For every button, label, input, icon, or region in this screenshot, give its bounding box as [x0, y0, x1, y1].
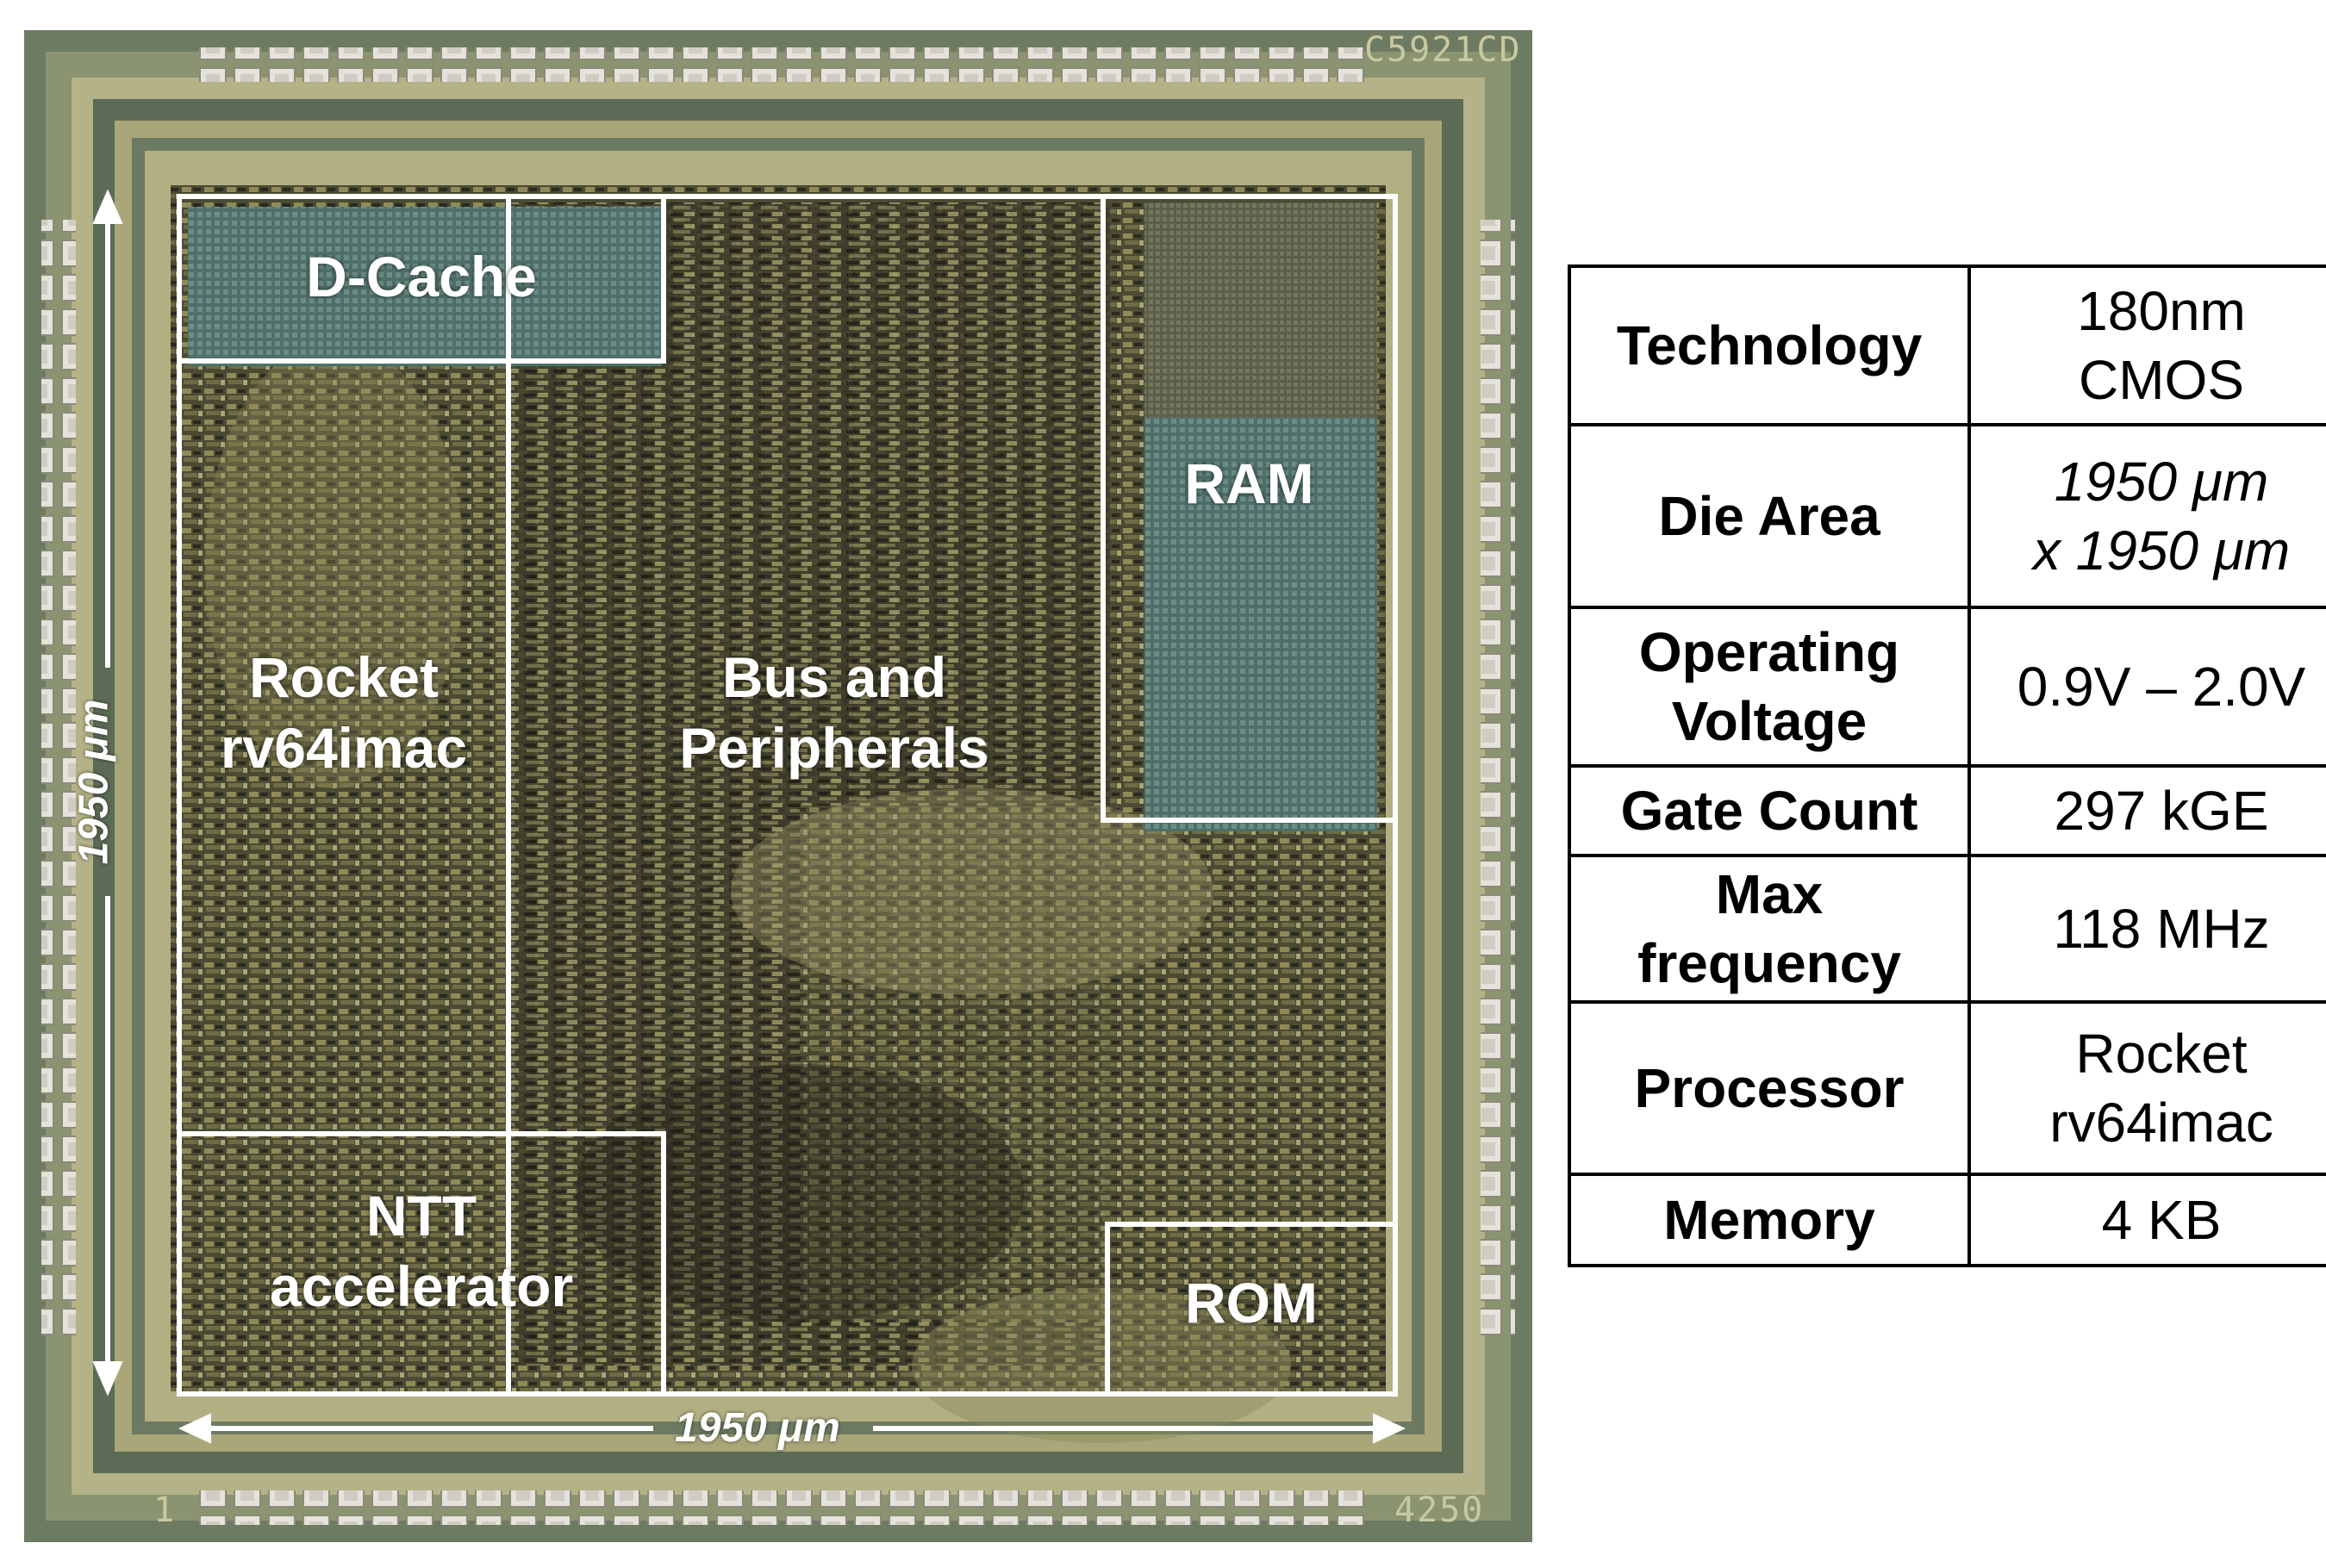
- operating-voltage-key-line2: Voltage: [1671, 690, 1868, 752]
- max-frequency-value: 118 MHz: [1967, 854, 2326, 1004]
- operating-voltage-key: Operating Voltage: [1568, 606, 1971, 768]
- operating-voltage-value: 0.9V – 2.0V: [1967, 606, 2326, 768]
- table-row-max-frequency: Max frequency 118 MHz: [1568, 854, 2326, 1004]
- max-frequency-key: Max frequency: [1568, 854, 1971, 1004]
- height-dimension-label: 1950 μm: [71, 699, 117, 865]
- technology-value-line2: CMOS: [2079, 349, 2244, 411]
- die-area-value-line1: 1950 μm: [2054, 451, 2269, 513]
- processor-value: Rocket rv64imac: [1967, 1000, 2326, 1176]
- die-area-value: 1950 μm x 1950 μm: [1967, 423, 2326, 609]
- table-row-processor: Processor Rocket rv64imac: [1568, 1000, 2326, 1176]
- table-row-operating-voltage: Operating Voltage 0.9V – 2.0V: [1568, 606, 2326, 768]
- dcache-label: D-Cache: [306, 245, 537, 308]
- rom-region: [1105, 1222, 1398, 1397]
- rocket-label: Rocket rv64imac: [177, 642, 511, 783]
- bottom-left-chip-marking: 1: [153, 1490, 177, 1530]
- bus-label-line1: Bus and: [721, 645, 947, 709]
- technology-value-line1: 180nm: [2077, 280, 2246, 342]
- ntt-accelerator-region: [177, 1131, 666, 1397]
- dimension-arrows: [92, 189, 1406, 1444]
- memory-key: Memory: [1568, 1173, 1971, 1267]
- top-chip-marking: C5921CD: [1364, 30, 1522, 70]
- ntt-accelerator-label: NTT accelerator: [177, 1180, 666, 1322]
- operating-voltage-key-line1: Operating: [1638, 621, 1900, 683]
- die-area-key: Die Area: [1568, 423, 1971, 609]
- gate-count-key: Gate Count: [1568, 764, 1971, 857]
- rom-label: ROM: [1185, 1271, 1318, 1335]
- die-area-value-line2: x 1950 μm: [2032, 520, 2291, 582]
- rocket-label-line2: rv64imac: [220, 716, 468, 780]
- technology-value: 180nm CMOS: [1967, 264, 2326, 426]
- processor-value-line1: Rocket: [2075, 1023, 2248, 1085]
- width-dimension-label: 1950 μm: [675, 1405, 840, 1451]
- bottom-right-chip-marking: 4250: [1394, 1490, 1485, 1530]
- table-row-technology: Technology 180nm CMOS: [1568, 264, 2326, 426]
- die-texture: [24, 30, 1532, 1542]
- table-row-die-area: Die Area 1950 μm x 1950 μm: [1568, 423, 2326, 609]
- table-row-gate-count: Gate Count 297 kGE: [1568, 764, 2326, 857]
- ntt-label-line2: accelerator: [269, 1254, 574, 1318]
- ram-label: RAM: [1184, 451, 1314, 515]
- spec-table: Technology 180nm CMOS Die Area 1950 μm x…: [1568, 264, 2326, 1267]
- processor-value-line2: rv64imac: [2049, 1092, 2273, 1154]
- ntt-label-line1: NTT: [365, 1184, 477, 1248]
- die-photo: C5921CD 1 4250 D-Cache Rocket rv64imac B…: [24, 30, 1532, 1542]
- technology-key: Technology: [1568, 264, 1971, 426]
- max-frequency-key-line1: Max: [1715, 863, 1824, 925]
- bus-peripherals-label: Bus and Peripherals: [619, 642, 1050, 783]
- bus-label-line2: Peripherals: [679, 716, 989, 780]
- gate-count-value: 297 kGE: [1967, 764, 2326, 857]
- table-row-memory: Memory 4 KB: [1568, 1173, 2326, 1267]
- max-frequency-key-line2: frequency: [1637, 932, 1901, 994]
- processor-key: Processor: [1568, 1000, 1971, 1176]
- rocket-label-line1: Rocket: [248, 645, 440, 709]
- ram-region: [1101, 194, 1398, 823]
- memory-value: 4 KB: [1967, 1173, 2326, 1267]
